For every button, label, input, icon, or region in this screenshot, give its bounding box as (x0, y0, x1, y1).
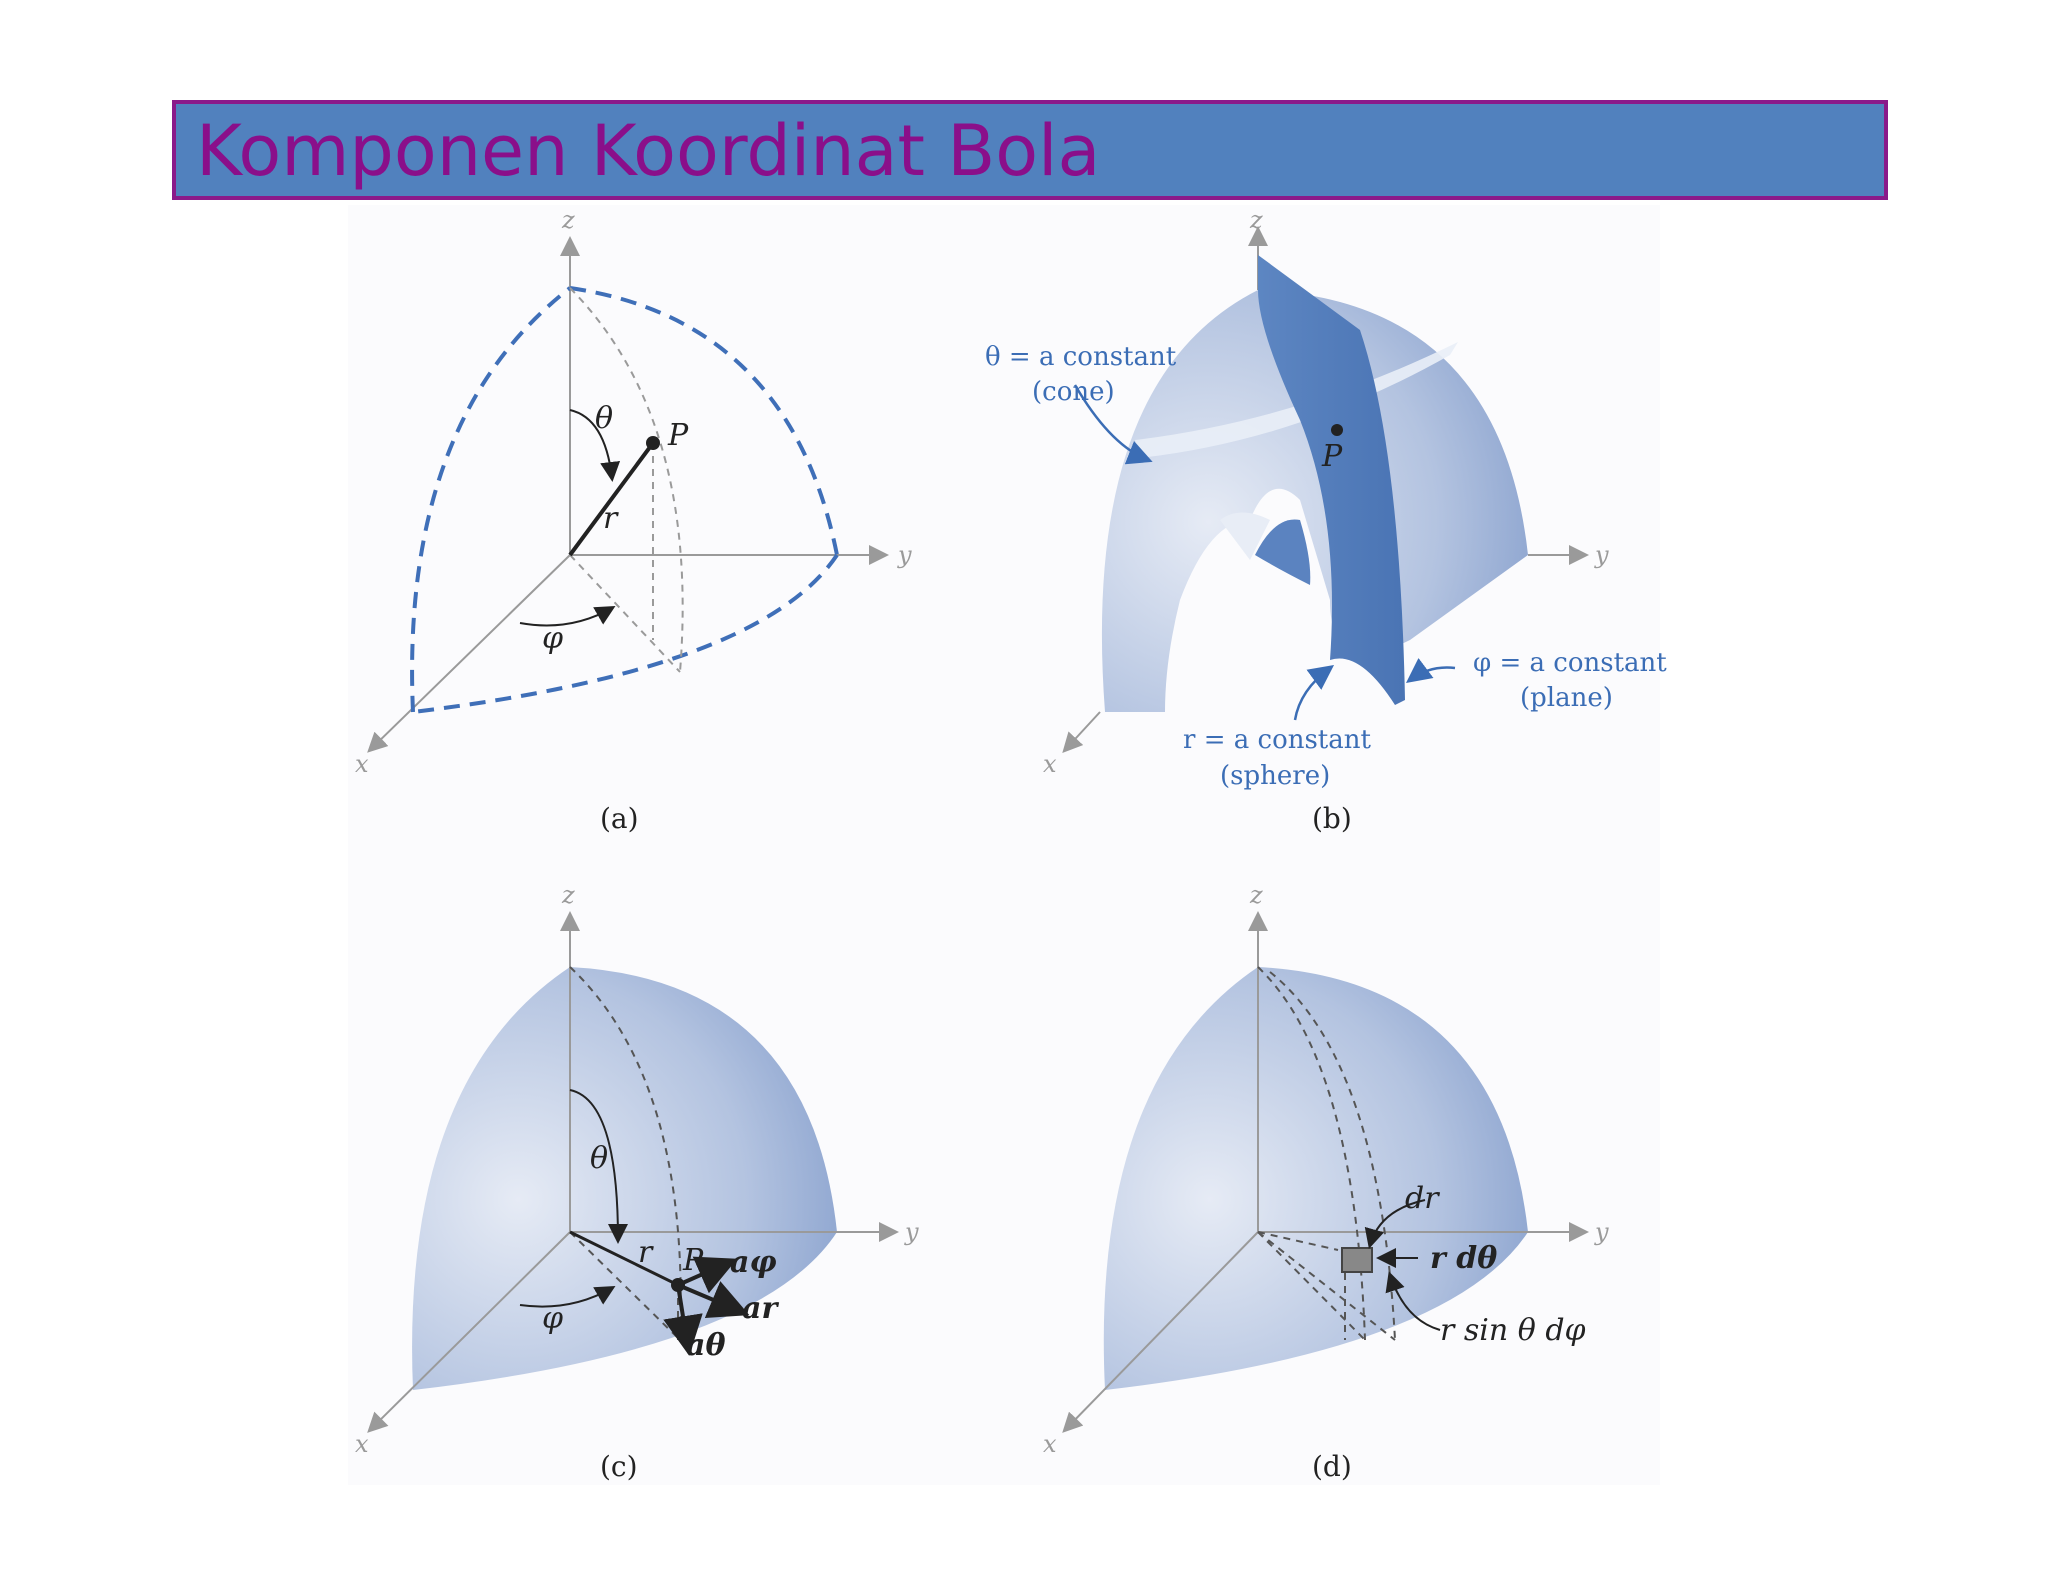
panel-d (1062, 911, 1589, 1433)
y-axis-label-b: y (1594, 541, 1609, 569)
point-p-label-c: P (682, 1243, 704, 1278)
x-axis-b (1062, 711, 1101, 753)
cone-label-line1: θ = a constant (985, 342, 1177, 372)
caption-a: (a) (600, 802, 639, 835)
x-axis-label-d: x (1043, 1430, 1057, 1458)
point-p-label-b: P (1321, 439, 1343, 474)
sphere-surface-d (1103, 967, 1528, 1390)
x-axis-d (1062, 1231, 1259, 1433)
z-axis-label-c: z (561, 881, 575, 909)
phi-label-a: φ (542, 621, 563, 656)
r-sin-dphi-label: r sin θ dφ (1440, 1313, 1586, 1348)
z-axis-label-b: z (1249, 206, 1263, 234)
point-p-label-a: P (667, 418, 689, 453)
y-axis-label-a: y (897, 541, 912, 569)
a-r-label: ar (742, 1291, 779, 1326)
caption-c: (c) (600, 1450, 638, 1483)
cone-label-line2: (cone) (1032, 377, 1115, 407)
r-label-a: r (603, 501, 619, 536)
theta-label-c: θ (590, 1141, 608, 1176)
x-axis-label-b: x (1043, 750, 1057, 778)
cone-band-b (1135, 342, 1458, 458)
x-axis-label-c: x (355, 1430, 369, 1458)
sphere-surface-b (1101, 290, 1528, 712)
theta-label-a: θ (595, 401, 613, 436)
a-phi-label: aφ (730, 1245, 777, 1280)
r-label-c: r (638, 1235, 654, 1270)
plane-label-line2: (plane) (1520, 683, 1613, 713)
x-axis-label-a: x (355, 750, 369, 778)
sphere-label-line2: (sphere) (1220, 761, 1330, 791)
y-axis-label-c: y (904, 1218, 919, 1246)
panel-c (367, 911, 899, 1433)
r-dtheta-label: r dθ (1430, 1241, 1497, 1276)
panel-b (1062, 226, 1589, 753)
plane-label-line1: φ = a constant (1473, 648, 1667, 678)
octant-arc-xy-a (412, 553, 839, 714)
x-axis-a (367, 554, 571, 753)
z-axis-label-d: z (1249, 881, 1263, 909)
z-axis-label-a: z (561, 206, 575, 234)
sphere-label-line1: r = a constant (1183, 725, 1372, 755)
a-theta-label: aθ (686, 1328, 725, 1363)
page-title: Komponen Koordinat Bola (196, 110, 1101, 192)
volume-element-d (1341, 1247, 1373, 1273)
phi-label-c: φ (542, 1301, 563, 1336)
plane-surface-b (1258, 255, 1405, 705)
dr-label: dr (1405, 1181, 1440, 1216)
caption-d: (d) (1312, 1450, 1352, 1483)
octant-arc-zy-a (569, 286, 839, 556)
title-bar: Komponen Koordinat Bola (172, 100, 1888, 200)
x-axis-c (367, 1231, 571, 1433)
y-axis-label-d: y (1594, 1218, 1609, 1246)
caption-b: (b) (1312, 802, 1352, 835)
panel-a (367, 236, 889, 753)
